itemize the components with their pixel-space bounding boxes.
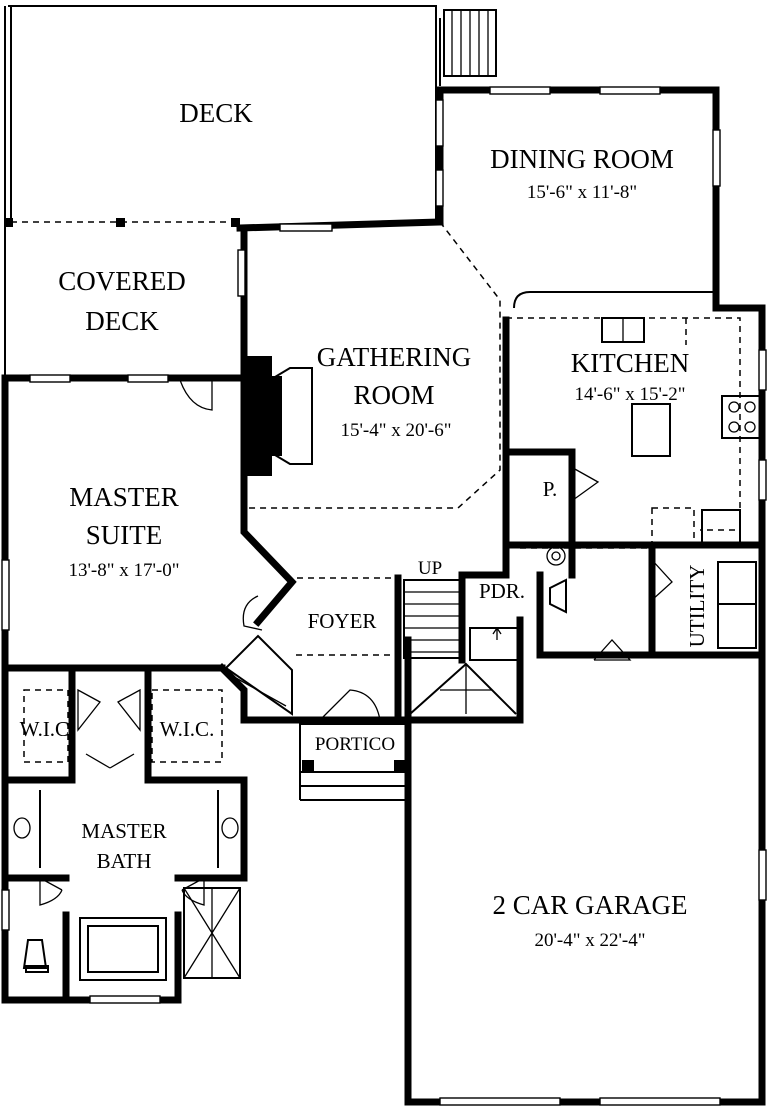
deck-label: DECK xyxy=(179,98,253,128)
master-bath-label-line2: BATH xyxy=(97,849,152,873)
exterior-walls xyxy=(1,86,766,1106)
master-suite-label-line1: MASTER xyxy=(69,482,179,512)
gathering-room-label-line1: GATHERING xyxy=(317,342,472,372)
post xyxy=(116,218,125,227)
closet-shelves xyxy=(23,689,223,763)
utility-appliances xyxy=(717,561,757,649)
dining-room-dims: 15'-6" x 11'-8" xyxy=(527,182,637,203)
angled-stair xyxy=(224,634,293,716)
wic-left-label: W.I.C. xyxy=(20,717,75,741)
covered-deck-label-line2: DECK xyxy=(85,306,159,336)
fireplace xyxy=(246,356,313,476)
pantry-label: P. xyxy=(543,477,558,501)
kitchen-label: KITCHEN xyxy=(571,348,689,378)
dashed-boundaries xyxy=(244,221,741,656)
garage-label: 2 CAR GARAGE xyxy=(492,890,687,920)
bath-fixtures xyxy=(13,817,241,981)
foyer-label: FOYER xyxy=(308,609,377,633)
stair-up-label: UP xyxy=(418,558,442,579)
wic-right-label: W.I.C. xyxy=(160,717,215,741)
covered-deck-label-line1: COVERED xyxy=(58,266,186,296)
master-bath-label-line1: MASTER xyxy=(81,819,166,843)
master-suite-label-line2: SUITE xyxy=(86,520,163,550)
powder-fixtures xyxy=(546,546,567,614)
kitchen-fixtures xyxy=(601,317,763,547)
dining-room-label: DINING ROOM xyxy=(490,144,674,174)
master-suite-dims: 13'-8" x 17'-0" xyxy=(68,560,179,581)
deck-stairs xyxy=(443,9,497,77)
gathering-room-label-line2: ROOM xyxy=(353,380,434,410)
post xyxy=(231,218,240,227)
post xyxy=(4,218,13,227)
kitchen-dims: 14'-6" x 15'-2" xyxy=(574,384,685,405)
main-stair xyxy=(403,579,521,715)
windows xyxy=(1,86,767,1106)
utility-label: UTILITY xyxy=(685,565,709,648)
deck-railing xyxy=(4,5,441,375)
portico xyxy=(299,723,409,801)
powder-room-label: PDR. xyxy=(479,579,525,603)
garage-dims: 20'-4" x 22'-4" xyxy=(534,930,645,951)
portico-label: PORTICO xyxy=(315,734,395,755)
gathering-room-dims: 15'-4" x 20'-6" xyxy=(340,420,451,441)
